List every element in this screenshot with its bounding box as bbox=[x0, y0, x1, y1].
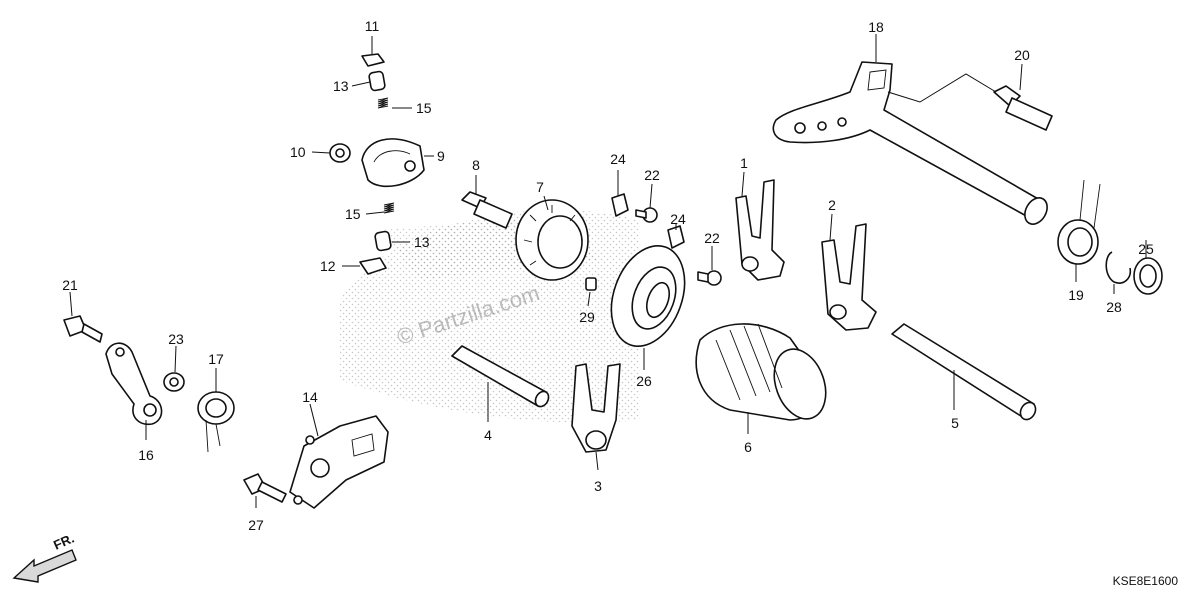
callout-22-lower: 22 bbox=[704, 230, 720, 246]
part-9-stopper-arm bbox=[361, 138, 425, 188]
callout-11: 11 bbox=[365, 18, 380, 34]
callout-2: 2 bbox=[828, 197, 836, 213]
part-23-washer bbox=[163, 372, 185, 392]
callout-21-label: 21 bbox=[62, 277, 78, 293]
callout-14: 14 bbox=[302, 389, 318, 405]
callout-26: 26 bbox=[636, 373, 652, 389]
callout-25: 25 bbox=[1138, 241, 1154, 257]
callout-1: 1 bbox=[740, 155, 748, 171]
callout-19: 19 bbox=[1068, 287, 1084, 303]
callout-20: 20 bbox=[1014, 47, 1030, 63]
callout-8: 8 bbox=[472, 157, 480, 173]
part-14-plate bbox=[289, 415, 389, 509]
part-8-bolt bbox=[461, 191, 513, 229]
part-5-shaft bbox=[891, 323, 1037, 421]
front-direction-label: FR. bbox=[51, 531, 76, 553]
part-24-upper-plate bbox=[611, 193, 629, 217]
part-10-collar bbox=[329, 143, 351, 163]
part-22-lower-bolt bbox=[697, 270, 722, 286]
part-26-bearing bbox=[610, 244, 686, 348]
part-13-lower-roller bbox=[374, 230, 392, 252]
callout-27: 27 bbox=[248, 517, 264, 533]
callout-22-upper: 22 bbox=[644, 167, 660, 183]
callout-9: 9 bbox=[437, 148, 445, 164]
part-6-shift-drum bbox=[695, 323, 827, 421]
part-25-washer bbox=[1133, 257, 1163, 295]
callout-24-upper: 24 bbox=[610, 151, 626, 167]
part-15-lower-spring bbox=[383, 202, 395, 214]
reference-code: KSE8E1600 bbox=[1113, 574, 1179, 588]
part-29-pin bbox=[585, 277, 597, 291]
callout-10: 10 bbox=[290, 144, 306, 160]
callout-12: 12 bbox=[320, 258, 336, 274]
part-4-shaft bbox=[451, 345, 550, 408]
callout-6: 6 bbox=[744, 439, 752, 455]
callout-24-lower: 24 bbox=[670, 211, 686, 227]
callout-17-label: 17 bbox=[208, 351, 224, 367]
part-18-shift-spindle bbox=[772, 61, 1048, 225]
callout-7: 7 bbox=[536, 179, 544, 195]
front-direction-arrow-icon bbox=[12, 549, 77, 583]
callout-15-lower: 15 bbox=[345, 206, 361, 222]
callout-18: 18 bbox=[868, 19, 884, 35]
part-21-bolt bbox=[63, 315, 103, 343]
callout-16: 16 bbox=[138, 447, 154, 463]
callout-3: 3 bbox=[594, 478, 602, 494]
callout-5: 5 bbox=[951, 415, 959, 431]
part-15-upper-spring bbox=[377, 97, 389, 109]
part-12-cap bbox=[359, 257, 387, 275]
part-19-spring bbox=[1057, 179, 1101, 265]
callout-15-upper: 15 bbox=[416, 100, 432, 116]
callout-29: 29 bbox=[579, 309, 595, 325]
part-2-fork bbox=[821, 223, 877, 331]
callout-28: 28 bbox=[1106, 299, 1122, 315]
part-11-cap bbox=[361, 53, 385, 67]
part-7-drum-center bbox=[515, 199, 589, 281]
part-17-spring bbox=[197, 391, 235, 453]
callout-13-lower: 13 bbox=[414, 234, 430, 250]
part-27-bolt bbox=[243, 473, 287, 503]
callout-23: 23 bbox=[168, 331, 184, 347]
part-13-upper-roller bbox=[368, 70, 386, 92]
part-3-fork bbox=[571, 363, 621, 453]
callout-13-upper: 13 bbox=[333, 78, 349, 94]
part-16-arm bbox=[105, 342, 163, 426]
callouts: 11 13 15 9 10 8 15 13 12 7 24 22 24 22 1… bbox=[62, 18, 1154, 533]
part-1-fork bbox=[735, 179, 785, 281]
part-28-clip bbox=[1105, 251, 1132, 284]
callout-4: 4 bbox=[484, 427, 492, 443]
part-20-bolt bbox=[993, 85, 1053, 131]
